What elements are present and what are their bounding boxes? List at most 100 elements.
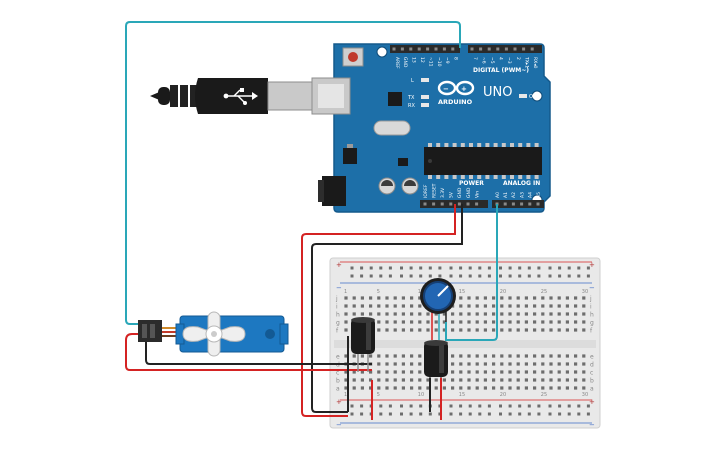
breadboard-hole [533,304,537,308]
breadboard-hole [533,370,537,374]
header-pin-hole [520,202,524,206]
breadboard-hole [410,304,414,308]
breadboard-hole [475,328,479,332]
breadboard-hole [533,328,537,332]
digital-pin-label: AREF [394,57,400,69]
rail-hole [350,274,354,278]
chip-pin [444,143,449,147]
breadboard-hole [377,378,381,382]
breadboard-hole [369,354,373,358]
wires [125,21,498,420]
electrolytic-capacitor-right[interactable] [424,340,448,378]
rail-hole [388,274,392,278]
breadboard-hole [410,296,414,300]
breadboard-hole [524,312,528,316]
breadboard-hole [369,312,373,316]
breadboard-hole [541,320,545,324]
logo-loop-right [455,80,475,96]
breadboard-center-channel [334,340,596,348]
rail-hole [537,266,541,270]
breadboard-hole [516,328,520,332]
breadboard-hole [557,304,561,308]
header-pin-hole [503,202,507,206]
servo-motor[interactable] [138,311,289,357]
power-pin-label: GND [457,187,463,198]
rail-hole [487,274,491,278]
rail-hole [577,412,581,416]
usb-symbol-branch [233,89,241,97]
breadboard-hole [565,354,569,358]
analog-header-label: ANALOG IN [503,180,540,187]
rail-hole [527,412,531,416]
breadboard-hole [467,370,471,374]
power-pin-label: RESET [431,183,437,198]
breadboard-hole [426,378,430,382]
breadboard-hole [483,362,487,366]
rail-hole [379,266,383,270]
usb-cable-strain-relief [158,87,170,105]
breadboard-hole [574,304,578,308]
rail-hole [527,404,531,408]
wire-servo-ground[interactable] [145,338,372,365]
header-pin-hole [457,202,461,206]
breadboard-hole [483,354,487,358]
wire-servo-signal[interactable] [125,21,461,325]
rail-hole [400,404,403,408]
chip-pin [428,143,432,147]
breadboard-hole [451,354,455,358]
column-number: 10 [418,392,424,398]
breadboard-hole [508,328,512,332]
rail-hole [419,404,423,408]
usb-cable[interactable] [150,78,313,114]
breadboard-hole [516,320,520,324]
breadboard-hole [582,328,586,332]
rail-hole [409,274,413,278]
breadboard-hole [483,328,487,332]
breadboard-hole [541,386,545,390]
chip-notch [428,159,432,163]
rail-hole [527,266,531,270]
breadboard-hole [451,378,455,382]
wire-analog-a0[interactable] [445,204,498,341]
breadboard-hole [360,386,364,390]
electrolytic-capacitor-left[interactable] [351,317,375,372]
header-pin-hole [522,47,526,51]
wire-servo-power[interactable] [125,333,372,371]
breadboard-hole [582,312,586,316]
potentiometer[interactable] [420,278,456,314]
power-pin-label: Vin [474,191,480,198]
breadboard-hole [516,354,520,358]
rail-hole [468,404,472,408]
rail-hole [360,412,364,416]
arduino-logo-text: ARDUINO [438,98,473,106]
breadboard-hole [549,328,553,332]
breadboard-hole [344,386,348,390]
rail-hole [518,266,522,270]
servo-horn-screw [211,331,217,337]
rail-hole [558,266,562,270]
usb-symbol-branch [237,95,245,103]
breadboard-hole [451,362,455,366]
breadboard-hole [533,320,537,324]
chip-pin [501,175,506,179]
breadboard-hole [418,386,422,390]
rail-hole [577,404,581,408]
rail-minus-label-top: − [336,284,342,292]
wire-5v[interactable] [301,204,456,417]
rail-plus-label-bottom: + [336,398,342,406]
breadboard-hole [475,304,479,308]
chip-pin [510,143,514,147]
led-l [421,78,429,82]
wire-gnd[interactable] [311,204,463,413]
rail-hole [586,274,590,278]
rail-hole [388,412,392,416]
chip-pin [501,143,506,147]
breadboard-hole [483,378,487,382]
column-number: 5 [377,289,380,295]
reset-button[interactable] [348,52,358,62]
breadboard-hole [434,312,438,316]
power-header-label: POWER [459,180,484,187]
breadboard-hole [360,378,364,382]
